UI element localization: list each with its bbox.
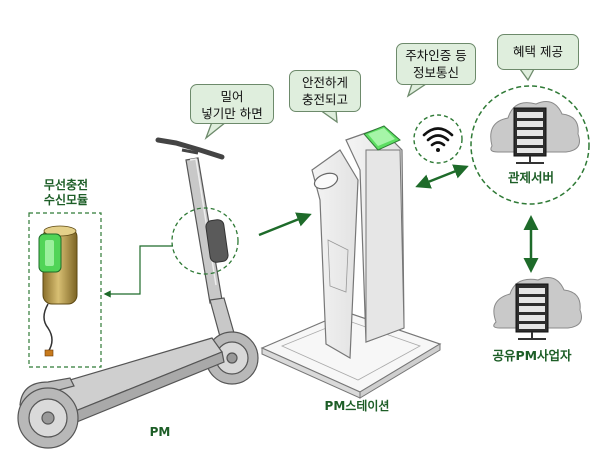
station-label: PM스테이션 [324,399,390,413]
pm-station-illustration [260,125,442,399]
receiver-module-illustration [38,225,78,357]
bubble-parking: 주차인증 등 정보통신 [396,43,476,85]
bubble-tail-charge [319,109,338,124]
receiver-on-stem [205,219,229,263]
bubble-push: 밀어 넣기만 하면 [190,84,274,124]
bubble-charge: 안전하게 충전되고 [289,70,361,112]
wifi-icon [422,127,454,152]
bubble-tail-benefit [519,68,535,82]
bubble-push-line1: 밀어 [220,89,244,104]
pm-label: PM [149,425,171,439]
bubble-charge-line1: 안전하게 [301,75,348,90]
zoom-arrow [103,245,173,298]
module-inset-box [28,212,102,368]
bubble-charge-line2: 충전되고 [301,92,348,107]
module-label-line1: 무선충전 [43,178,89,192]
operator-label: 공유PM사업자 [492,348,572,363]
wifi-circle [413,114,463,164]
module-label-line2: 수신모듈 [43,193,89,207]
station-server-arrow [415,164,469,189]
operator-server-icon [493,277,582,340]
bubble-parking-line1: 주차인증 등 [405,48,467,63]
control-server-label: 관제서버 [507,170,554,185]
control-server-icon [490,101,580,164]
bubble-tail-push [204,121,227,140]
bubble-parking-line2: 정보통신 [412,65,459,80]
bubble-tail-parking [406,83,427,98]
bubble-benefit: 혜택 제공 [497,34,579,70]
module-label: 무선충전 수신모듈 [22,178,110,208]
scooter-to-station-arrow [258,212,312,237]
scooter-illustration [17,137,259,449]
zoom-circle [171,207,239,275]
bubble-benefit-line1: 혜택 제공 [513,44,563,59]
bubble-push-line2: 넣기만 하면 [201,106,263,121]
